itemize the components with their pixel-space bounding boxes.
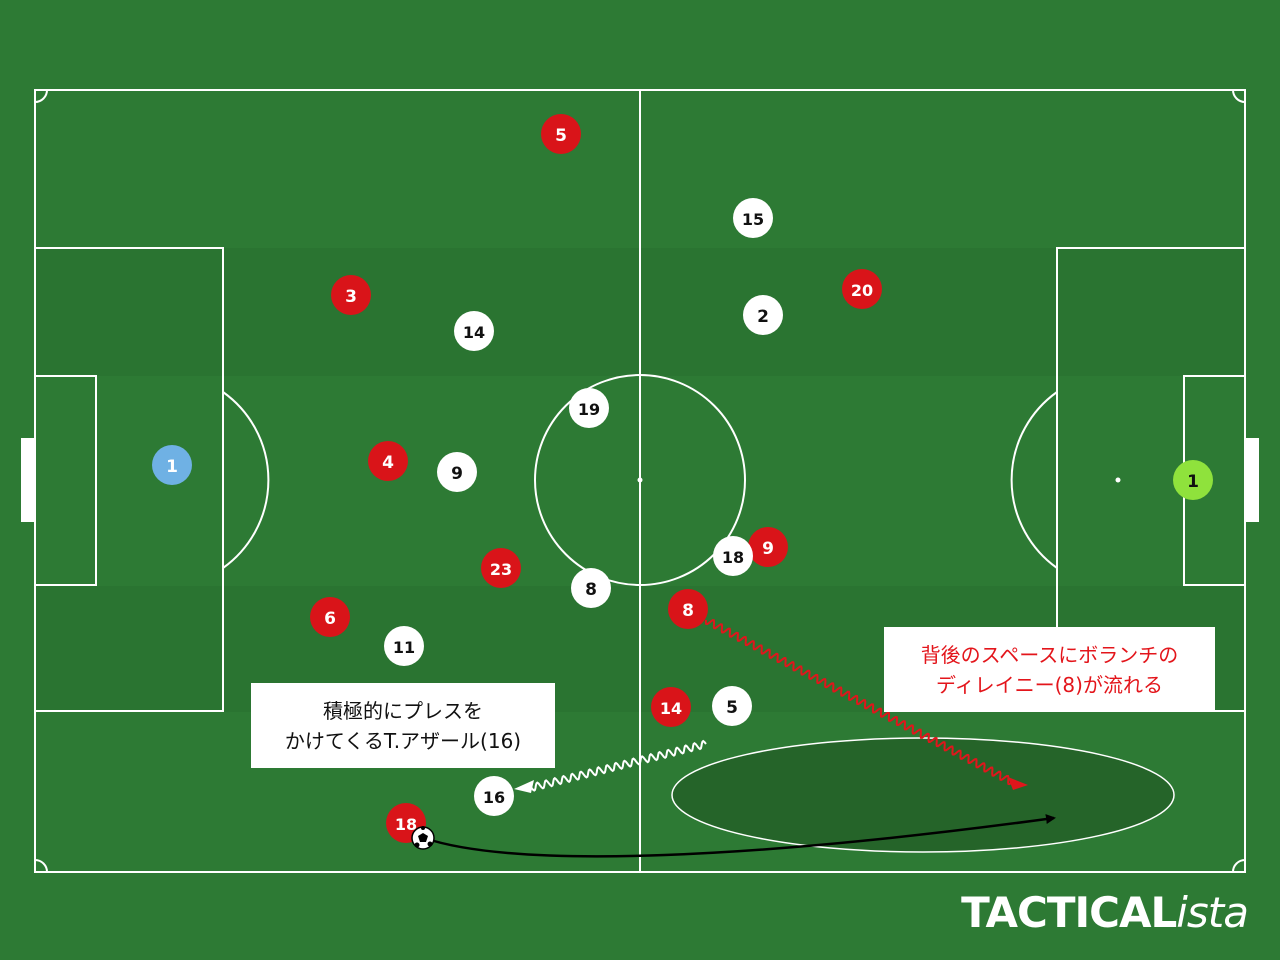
run-path-red-8 xyxy=(704,619,1012,786)
svg-text:3: 3 xyxy=(345,287,357,307)
corner-arc xyxy=(1232,89,1246,103)
left-penalty-arc xyxy=(222,391,270,569)
goalkeeper-left[interactable]: 1 xyxy=(152,445,192,485)
svg-text:18: 18 xyxy=(395,815,417,834)
player-white-18[interactable]: 18 xyxy=(713,536,753,576)
svg-text:23: 23 xyxy=(490,560,512,579)
player-red-8[interactable]: 8 xyxy=(668,589,708,629)
svg-text:9: 9 xyxy=(762,539,774,559)
player-white-15[interactable]: 15 xyxy=(733,198,773,238)
right-penalty-arc xyxy=(1010,391,1058,569)
svg-text:6: 6 xyxy=(324,609,336,629)
player-red-3[interactable]: 3 xyxy=(331,275,371,315)
player-red-6[interactable]: 6 xyxy=(310,597,350,637)
svg-text:20: 20 xyxy=(851,281,873,300)
run-arrowhead-red xyxy=(1008,777,1028,790)
space-note-line1: 背後のスペースにボランチの xyxy=(920,642,1179,667)
svg-text:8: 8 xyxy=(585,580,597,600)
brand-suffix: ista xyxy=(1176,888,1249,937)
svg-text:14: 14 xyxy=(660,699,682,718)
player-white-11[interactable]: 11 xyxy=(384,626,424,666)
svg-text:19: 19 xyxy=(578,400,600,419)
center-circle xyxy=(534,374,746,586)
player-red-14[interactable]: 14 xyxy=(651,687,691,727)
pressing-note-line1: 積極的にプレスを xyxy=(323,698,483,723)
player-white-9[interactable]: 9 xyxy=(437,452,477,492)
goalkeeper-right[interactable]: 1 xyxy=(1173,460,1213,500)
player-red-4[interactable]: 4 xyxy=(368,441,408,481)
press-path-white-16 xyxy=(529,739,707,792)
center-spot xyxy=(637,477,643,483)
pressing-note: 積極的にプレスを かけてくるT.アザール(16) xyxy=(251,683,555,768)
player-red-9[interactable]: 9 xyxy=(748,527,788,567)
svg-text:18: 18 xyxy=(722,548,744,567)
svg-text:2: 2 xyxy=(757,307,769,327)
player-red-20[interactable]: 20 xyxy=(842,269,882,309)
players: 5 3 4 23 6 20 9 8 14 18 15 14 2 19 9 18 … xyxy=(152,114,1213,843)
corner-arc xyxy=(1232,859,1246,873)
corner-arc xyxy=(34,89,48,103)
player-white-8[interactable]: 8 xyxy=(571,568,611,608)
press-arrowhead-white xyxy=(514,780,534,793)
ball-icon[interactable] xyxy=(411,826,435,850)
pass-arrow xyxy=(423,814,1056,858)
svg-text:15: 15 xyxy=(742,210,764,229)
player-white-14[interactable]: 14 xyxy=(454,311,494,351)
brand-main: TACTICAL xyxy=(961,888,1177,937)
svg-text:5: 5 xyxy=(726,698,738,718)
brand-logo: TACTICALista xyxy=(961,888,1249,937)
space-note-line2: ディレイニー(8)が流れる xyxy=(936,672,1163,697)
player-white-19[interactable]: 19 xyxy=(569,388,609,428)
pressing-note-line2: かけてくるT.アザール(16) xyxy=(284,728,522,753)
svg-text:1: 1 xyxy=(1187,472,1199,492)
right-goal xyxy=(1245,438,1259,522)
svg-text:5: 5 xyxy=(555,126,567,146)
svg-text:9: 9 xyxy=(451,464,463,484)
svg-text:11: 11 xyxy=(393,638,415,657)
penalty-spot xyxy=(1115,477,1121,483)
svg-text:14: 14 xyxy=(463,323,485,342)
svg-text:1: 1 xyxy=(166,457,178,477)
space-note: 背後のスペースにボランチの ディレイニー(8)が流れる xyxy=(884,627,1215,712)
corner-arc xyxy=(34,859,48,873)
player-red-23[interactable]: 23 xyxy=(481,548,521,588)
player-white-5[interactable]: 5 xyxy=(712,686,752,726)
player-red-5[interactable]: 5 xyxy=(541,114,581,154)
player-white-2[interactable]: 2 xyxy=(743,295,783,335)
player-white-16[interactable]: 16 xyxy=(474,776,514,816)
svg-text:16: 16 xyxy=(483,788,505,807)
svg-text:4: 4 xyxy=(382,453,394,473)
svg-text:8: 8 xyxy=(682,601,694,621)
left-goal xyxy=(21,438,35,522)
